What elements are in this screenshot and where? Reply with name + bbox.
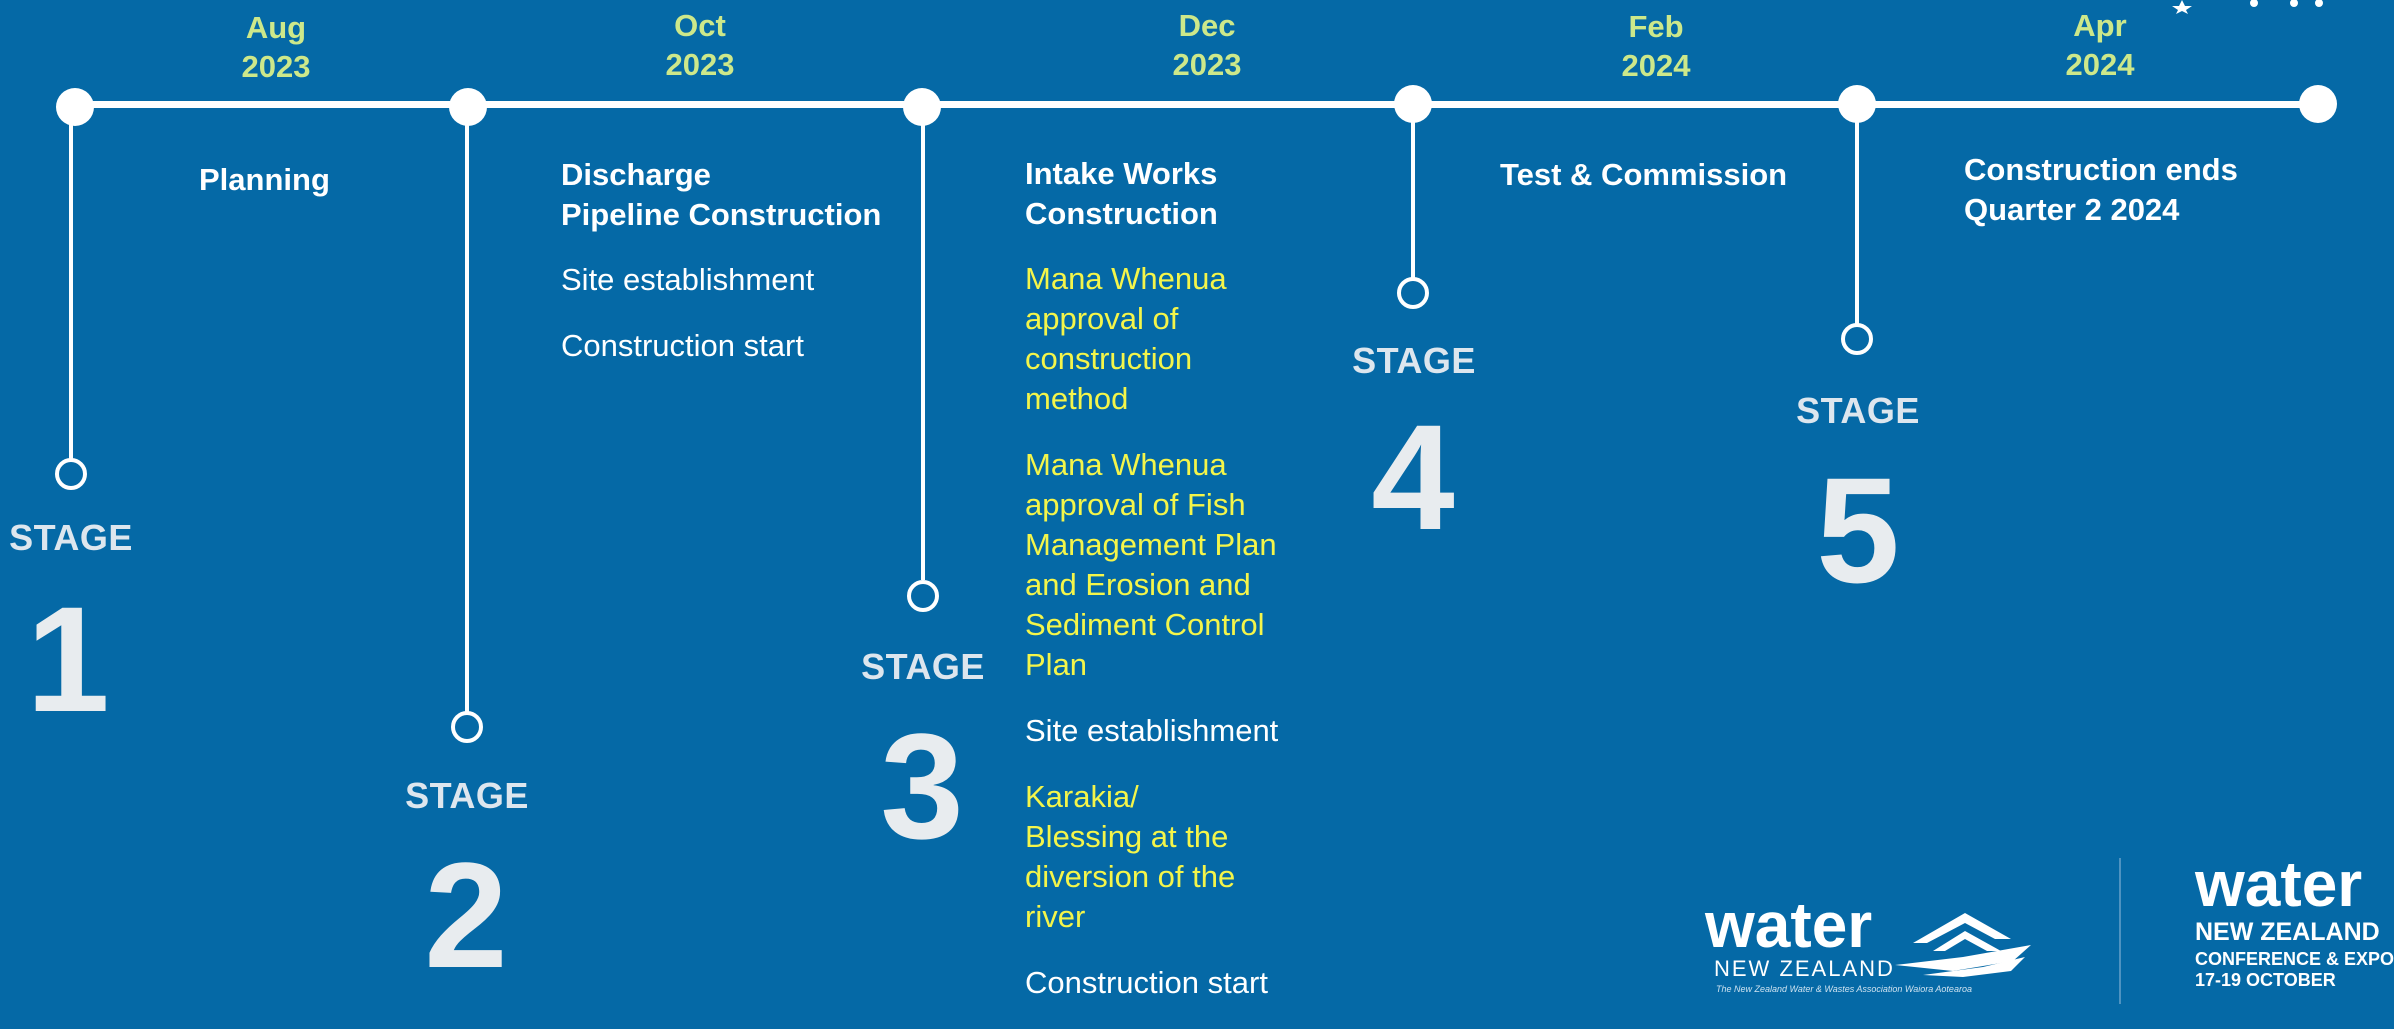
stage-1-ring — [55, 458, 87, 490]
conference-logo-country: NEW ZEALAND — [2195, 918, 2380, 946]
conference-logo-line: CONFERENCE & EXPO — [2195, 949, 2394, 969]
conference-logo-word: water — [2195, 848, 2363, 920]
phase-discharge-items: Site establishment Construction start — [561, 260, 814, 392]
stage-2-label: STAGE — [405, 775, 529, 816]
decorative-stars — [2172, 0, 2323, 14]
logo-divider — [2119, 858, 2121, 1004]
stage-3-stem — [921, 107, 925, 580]
logo-country: NEW ZEALAND — [1714, 956, 1895, 981]
stage-1-stem — [69, 107, 73, 459]
milestone-dot-6 — [2299, 85, 2337, 123]
milestone-dot-1 — [56, 88, 94, 126]
stage-5-label: STAGE — [1796, 390, 1920, 431]
phase-test-title: Test & Commission — [1500, 157, 1788, 192]
stage-5-ring — [1841, 323, 1873, 355]
stage-4-label: STAGE — [1352, 340, 1476, 381]
stage-2-ring — [451, 711, 483, 743]
logo-word: water — [1705, 889, 1873, 961]
intake-item-blessing: Karakia/ Blessing at the diversion of th… — [1025, 779, 1236, 934]
conference-logo: water NEW ZEALAND CONFERENCE & EXPO 17-1… — [2195, 852, 2394, 1004]
stage-1-label: STAGE — [9, 517, 133, 558]
logo-tagline: The New Zealand Water & Wastes Associati… — [1716, 984, 1972, 994]
stage-2-stem — [465, 107, 469, 712]
stage-2-number: 2 — [424, 831, 508, 999]
intake-item-fish-plan: Mana Whenua approval of Fish Management … — [1025, 447, 1277, 682]
timeline-line — [72, 101, 2323, 108]
stage-5-number: 5 — [1816, 446, 1900, 614]
intake-item-construction-start: Construction start — [1025, 965, 1268, 1000]
stage-4-ring — [1397, 277, 1429, 309]
phase-discharge-title: Discharge Pipeline Construction — [561, 157, 882, 232]
stage-5-stem — [1855, 104, 1859, 324]
conference-logo-dates: 17-19 OCTOBER — [2195, 970, 2336, 990]
intake-item-site: Site establishment — [1025, 713, 1279, 748]
water-nz-logo: water NEW ZEALAND The New Zealand Water … — [1705, 893, 2035, 998]
phase-planning-title: Planning — [199, 162, 330, 197]
phase-intake-items: Mana Whenua approval of construction met… — [1025, 259, 1325, 1029]
stage-1-number: 1 — [26, 575, 110, 743]
stage-3-ring — [907, 580, 939, 612]
stage-4-stem — [1411, 104, 1415, 278]
stage-3-label: STAGE — [861, 646, 985, 687]
discharge-item-construction: Construction start — [561, 328, 804, 363]
stage-4-number: 4 — [1371, 393, 1455, 561]
phase-end-title: Construction ends Quarter 2 2024 — [1964, 152, 2238, 227]
discharge-item-site: Site establishment — [561, 262, 815, 297]
stage-3-number: 3 — [880, 702, 964, 870]
phase-intake-title: Intake Works Construction — [1025, 156, 1218, 231]
intake-item-construction-method: Mana Whenua approval of construction met… — [1025, 261, 1227, 416]
logo-waves-icon — [1895, 913, 2031, 977]
